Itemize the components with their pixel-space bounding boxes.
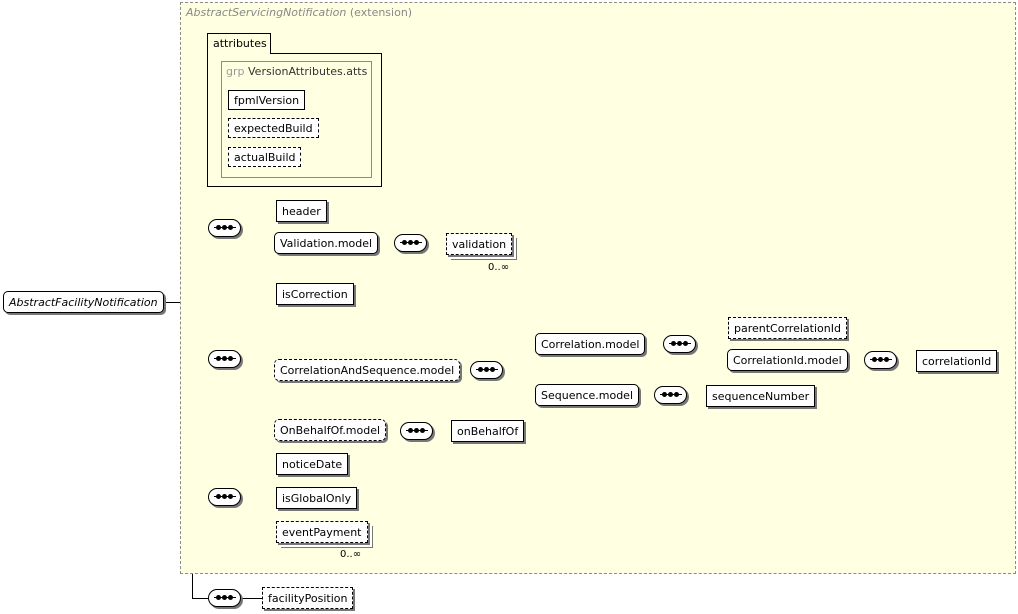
sequence-compositor-on-behalf-of[interactable] <box>400 422 433 440</box>
sequence-compositor-correlation[interactable] <box>663 335 696 353</box>
element-correlation-id[interactable]: correlationId <box>916 350 998 372</box>
root-element[interactable]: AbstractFacilityNotification <box>3 291 164 313</box>
element-header[interactable]: header <box>276 200 327 222</box>
element-is-correction[interactable]: isCorrection <box>276 283 354 305</box>
sequence-compositor-sequence[interactable] <box>654 386 687 404</box>
sequence-compositor-validation[interactable] <box>394 234 427 252</box>
attribute-group-frame <box>221 61 372 178</box>
attr-expected-build[interactable]: expectedBuild <box>228 118 319 138</box>
element-facility-position[interactable]: facilityPosition <box>262 587 354 609</box>
sequence-compositor-correlation-id[interactable] <box>864 351 897 369</box>
validation-occurs: 0..∞ <box>488 262 510 273</box>
event-payment-occurs: 0..∞ <box>340 549 362 560</box>
group-sequence-model[interactable]: Sequence.model <box>535 384 640 406</box>
group-correlation-model[interactable]: Correlation.model <box>535 333 646 355</box>
element-notice-date[interactable]: noticeDate <box>276 453 349 475</box>
sequence-compositor-4[interactable] <box>208 589 241 607</box>
attributes-tab[interactable]: attributes <box>207 33 271 54</box>
sequence-compositor-correlation-and-sequence[interactable] <box>470 361 503 379</box>
sequence-compositor-2[interactable] <box>208 350 241 368</box>
extension-suffix: (extension) <box>349 6 413 19</box>
group-name: VersionAttributes.atts <box>248 65 368 78</box>
element-validation[interactable]: validation <box>446 233 513 255</box>
element-sequence-number[interactable]: sequenceNumber <box>706 385 816 407</box>
element-is-global-only[interactable]: isGlobalOnly <box>276 487 358 509</box>
element-on-behalf-of[interactable]: onBehalfOf <box>451 420 525 442</box>
group-validation-model[interactable]: Validation.model <box>274 232 379 254</box>
group-correlation-id-model[interactable]: CorrelationId.model <box>727 349 848 371</box>
group-on-behalf-of-model[interactable]: OnBehalfOf.model <box>274 419 387 441</box>
element-event-payment[interactable]: eventPayment <box>276 521 368 543</box>
sequence-compositor-1[interactable] <box>208 219 241 237</box>
attr-actual-build[interactable]: actualBuild <box>228 147 302 167</box>
sequence-compositor-3[interactable] <box>208 488 241 506</box>
extension-base: AbstractServicingNotification <box>186 6 347 19</box>
group-keyword: grp <box>226 65 245 78</box>
attr-fpml-version[interactable]: fpmlVersion <box>228 90 306 110</box>
element-parent-correlation-id[interactable]: parentCorrelationId <box>728 317 847 339</box>
group-correlation-and-sequence-model[interactable]: CorrelationAndSequence.model <box>274 359 461 381</box>
extension-title: AbstractServicingNotification (extension… <box>186 6 412 19</box>
attribute-group-title: grp VersionAttributes.atts <box>226 65 367 78</box>
